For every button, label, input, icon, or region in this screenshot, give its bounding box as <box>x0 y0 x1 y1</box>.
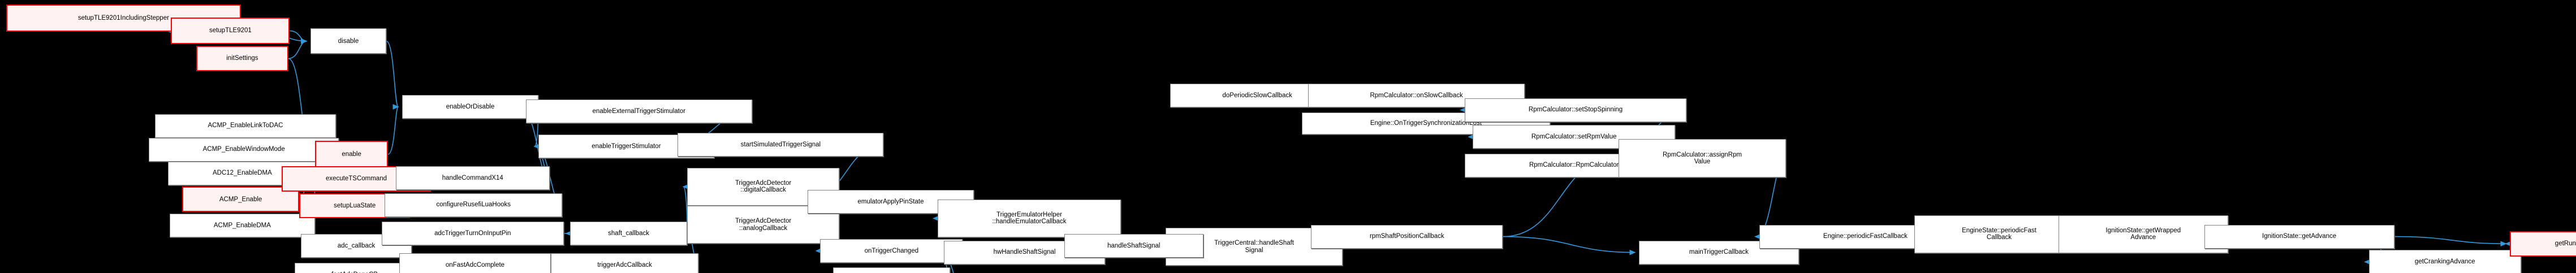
graph-node[interactable]: handleShaftSignal <box>1064 234 1203 258</box>
graph-node[interactable]: ACMP_Enable <box>182 187 300 213</box>
graph-node[interactable]: RpmCalculator::setStopSpinning <box>1465 98 1686 122</box>
graph-node[interactable]: rpmShaftPositionCallback <box>1311 224 1503 249</box>
graph-node[interactable]: IgnitionState::getAdvance <box>2204 224 2394 249</box>
graph-node[interactable]: ACMP_EnableWindowMode <box>149 137 339 162</box>
graph-node[interactable]: shaft_callback <box>570 222 688 245</box>
graph-edge <box>290 30 308 44</box>
graph-node[interactable]: ACMP_EnableDMA <box>169 214 316 237</box>
graph-node[interactable]: enable <box>315 141 388 168</box>
graph-node[interactable]: onTriggerChanged <box>820 239 963 263</box>
graph-node[interactable]: enableExternalTriggerStimulator <box>525 99 752 124</box>
graph-node[interactable]: handleCommandX14 <box>396 166 550 190</box>
graph-node[interactable]: onFastAdcComplete <box>399 253 551 273</box>
graph-node[interactable]: shaft_callback <box>832 267 950 273</box>
graph-node[interactable]: setupTLE9201 <box>171 17 290 45</box>
graph-node[interactable]: triggerAdcCallback <box>551 253 698 273</box>
graph-edge <box>387 104 399 155</box>
graph-node[interactable]: RpmCalculator::assignRpm Value <box>1618 139 1787 177</box>
graph-node[interactable]: fastAdcDoneCB <box>294 262 415 273</box>
graph-edge <box>386 41 399 110</box>
graph-node[interactable]: ACMP_EnableLinkToDAC <box>155 114 336 138</box>
graph-node[interactable]: IgnitionState::getWrapped Advance <box>2059 215 2228 253</box>
graph-edge <box>2394 236 2507 246</box>
graph-node[interactable]: TriggerEmulatorHelper ::handleEmulatorCa… <box>937 199 1121 237</box>
graph-node[interactable]: getRunningAdvance <box>2510 231 2576 257</box>
graph-node[interactable]: adcTriggerTurnOnInputPin <box>381 222 564 245</box>
graph-node[interactable]: enableOrDisable <box>402 95 538 119</box>
graph-node[interactable]: configureRusefiLuaHooks <box>385 193 562 217</box>
graph-edge <box>288 38 308 59</box>
graph-node[interactable]: disable <box>310 28 387 54</box>
graph-node[interactable]: getCrankingAdvance <box>2368 250 2521 273</box>
graph-node[interactable]: initSettings <box>196 46 288 71</box>
graph-node[interactable]: startSimulatedTriggerSignal <box>678 133 884 157</box>
graph-edge <box>1503 236 1636 255</box>
